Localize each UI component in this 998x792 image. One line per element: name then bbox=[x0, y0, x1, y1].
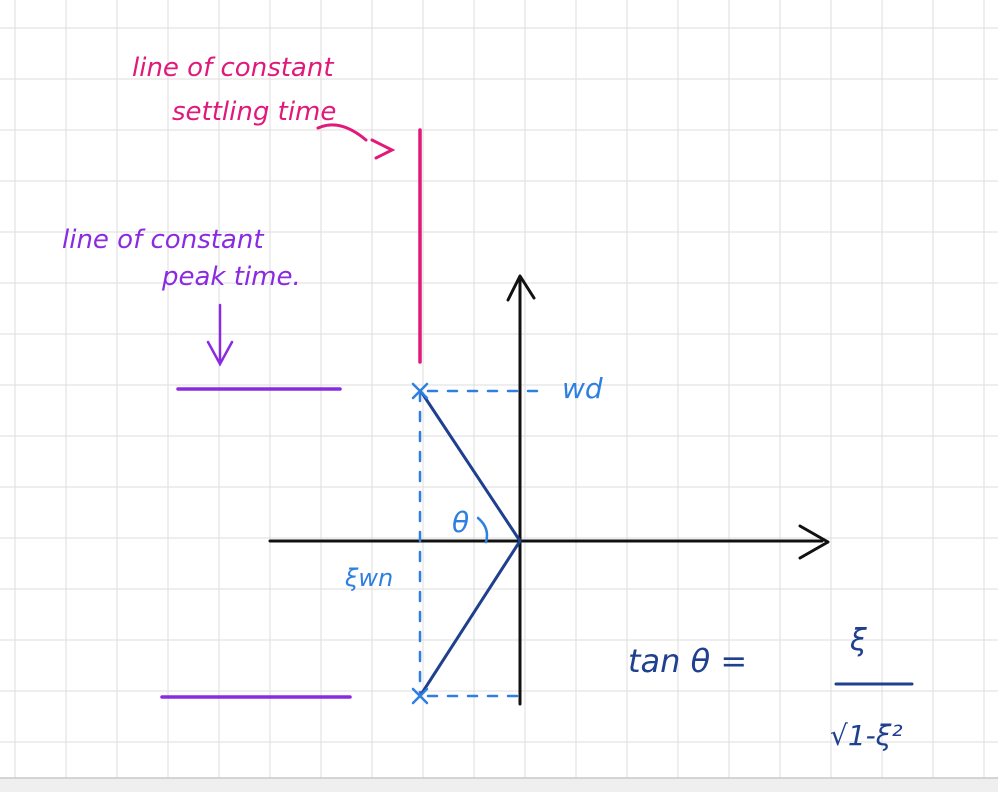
theta-label: θ bbox=[452, 506, 469, 539]
zeta-omega-n-label: ξwn bbox=[344, 564, 393, 592]
arrow-up-icon bbox=[506, 274, 536, 302]
pole-cross-icon bbox=[411, 382, 429, 400]
formula-lhs: tan θ = bbox=[628, 642, 747, 680]
pole-ray-upper bbox=[420, 391, 522, 543]
omega-d-label: wd bbox=[562, 372, 603, 405]
arrow-down-icon bbox=[316, 123, 396, 160]
formula-numerator: ξ bbox=[849, 623, 867, 658]
peak-line-label-2: peak time. bbox=[161, 262, 301, 292]
page-bottom-margin bbox=[0, 778, 998, 792]
arrow-down-icon bbox=[206, 303, 234, 367]
formula-denominator: √1-ξ² bbox=[830, 719, 903, 752]
theta-arc bbox=[476, 516, 489, 544]
pole-ray-lower bbox=[420, 539, 522, 695]
settling-line-label-1: line of constant bbox=[132, 53, 334, 83]
peak-line-label-1: line of constant bbox=[62, 225, 264, 255]
projection-guides bbox=[418, 389, 550, 698]
pole-cross-icon bbox=[411, 687, 429, 705]
arrow-right-icon bbox=[798, 524, 830, 560]
settling-line-label-2: settling time bbox=[172, 97, 336, 127]
